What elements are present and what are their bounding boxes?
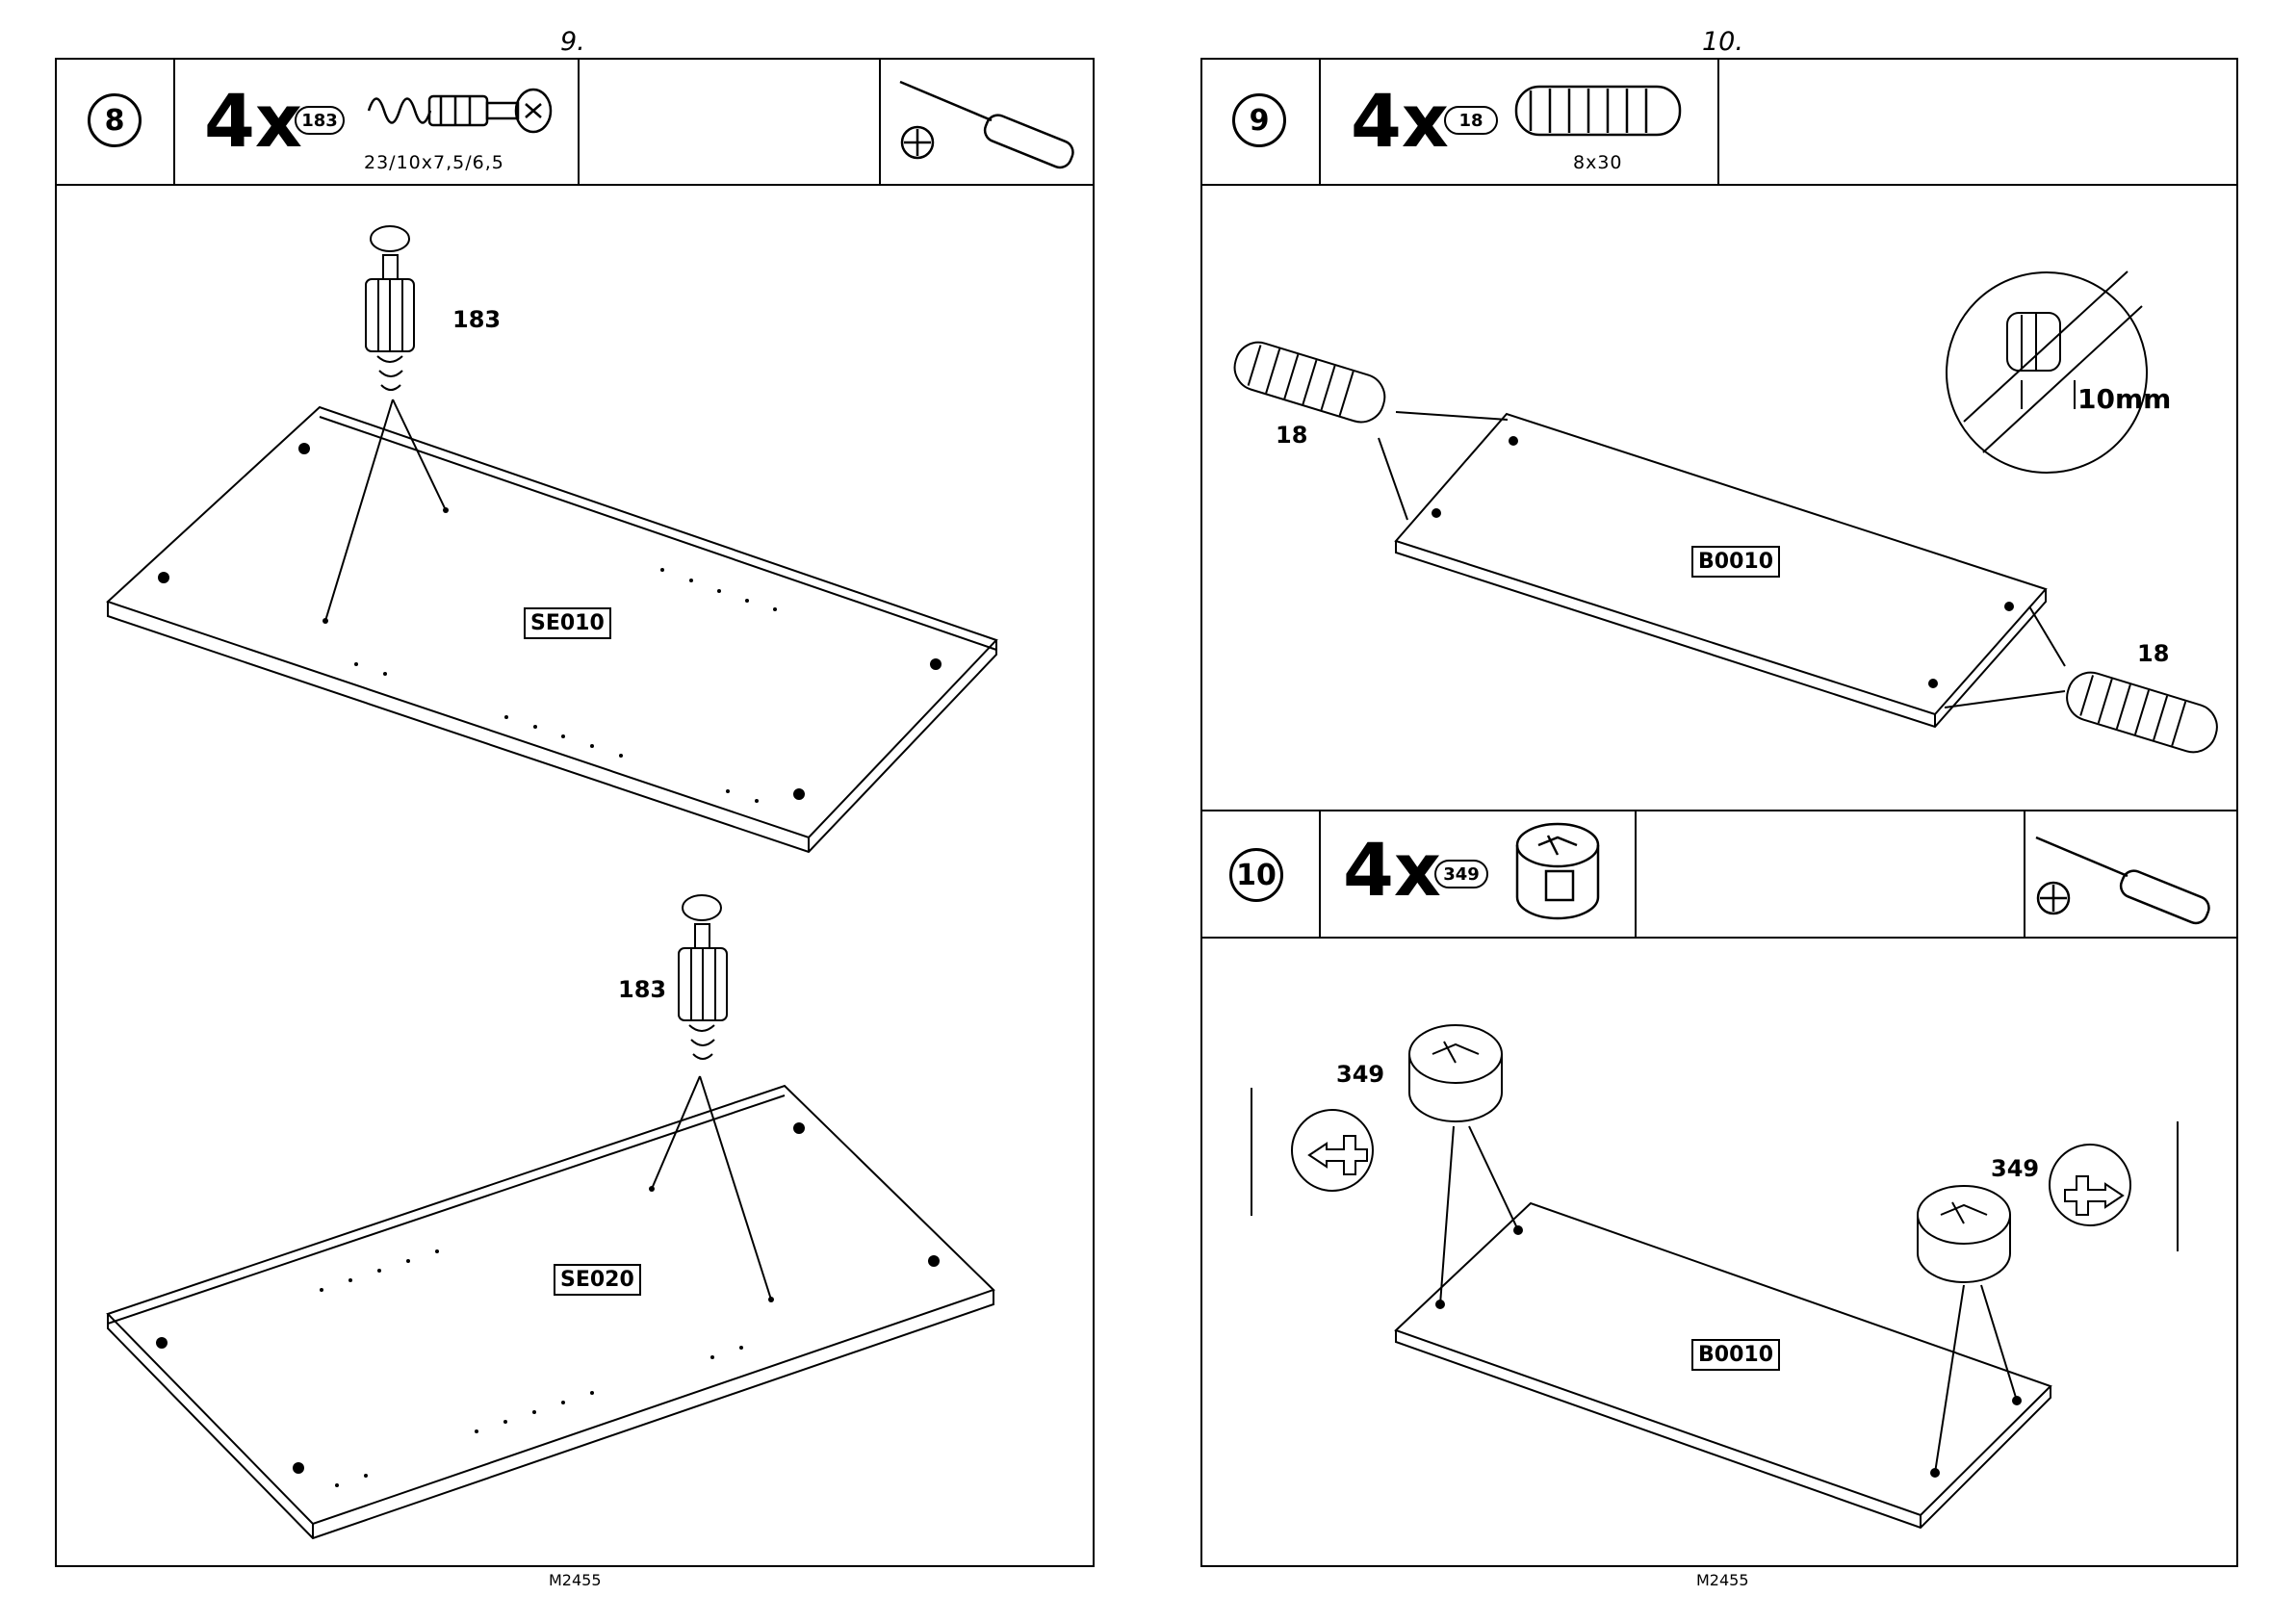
footer-code-right: M2455 (1696, 1571, 1749, 1589)
callout-349: 349 (1991, 1155, 2039, 1182)
panel-b0010-camlock-drawing (0, 0, 2243, 1579)
panel-label-b0010: B0010 (1691, 1339, 1780, 1371)
callout-349: 349 (1336, 1061, 1384, 1088)
